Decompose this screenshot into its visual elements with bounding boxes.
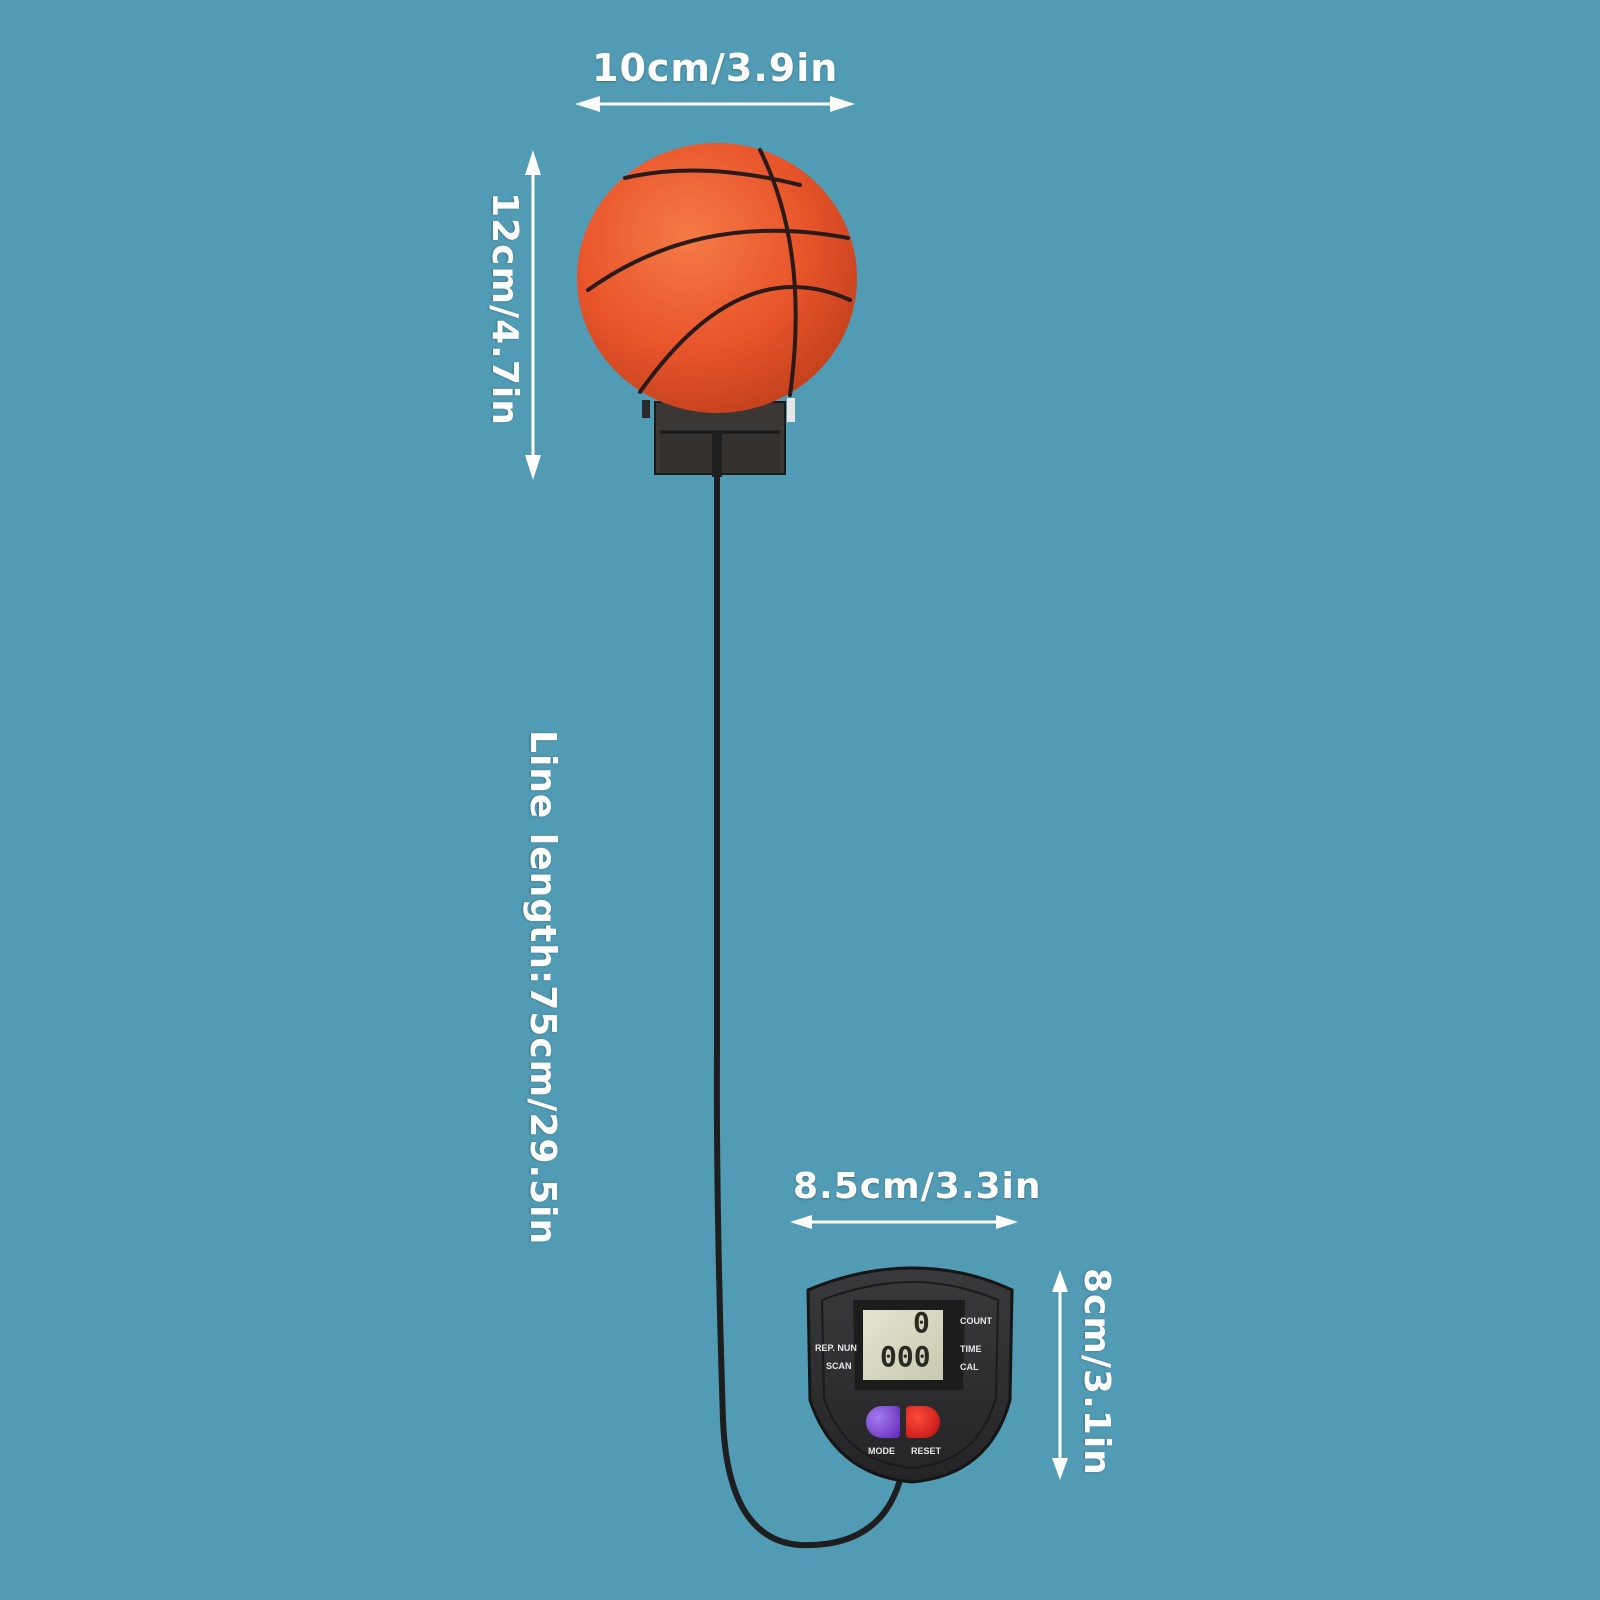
basketball	[577, 143, 857, 413]
label-scan: SCAN	[826, 1361, 852, 1371]
lcd-bottom-digits: 000	[880, 1340, 931, 1373]
label-time: TIME	[960, 1344, 982, 1354]
counter-width-arrow	[790, 1215, 1018, 1229]
ball-width-label: 10cm/3.9in	[592, 46, 839, 90]
ball-height-arrow	[525, 150, 541, 480]
mode-button[interactable]	[866, 1406, 900, 1438]
label-rep-nun: REP. NUN	[815, 1343, 857, 1353]
reset-button[interactable]	[906, 1406, 940, 1438]
ball-mount-bracket	[642, 398, 795, 477]
counter-device	[806, 1266, 1014, 1484]
mode-button-label: MODE	[868, 1446, 895, 1456]
label-count: COUNT	[960, 1316, 992, 1326]
label-cal: CAL	[960, 1362, 979, 1372]
counter-height-label: 8cm/3.1in	[1076, 1268, 1117, 1476]
sensor-cord	[713, 437, 903, 1549]
ball-height-label: 12cm/4.7in	[484, 192, 525, 426]
lcd-screen	[863, 1310, 943, 1380]
counter-height-arrow	[1052, 1270, 1068, 1480]
reset-button-label: RESET	[911, 1446, 942, 1456]
line-length-label: Line length:75cm/29.5in	[522, 730, 563, 1246]
lcd-top-digit: 0	[913, 1306, 930, 1339]
ball-width-arrow	[575, 96, 855, 112]
counter-width-label: 8.5cm/3.3in	[793, 1166, 1042, 1207]
